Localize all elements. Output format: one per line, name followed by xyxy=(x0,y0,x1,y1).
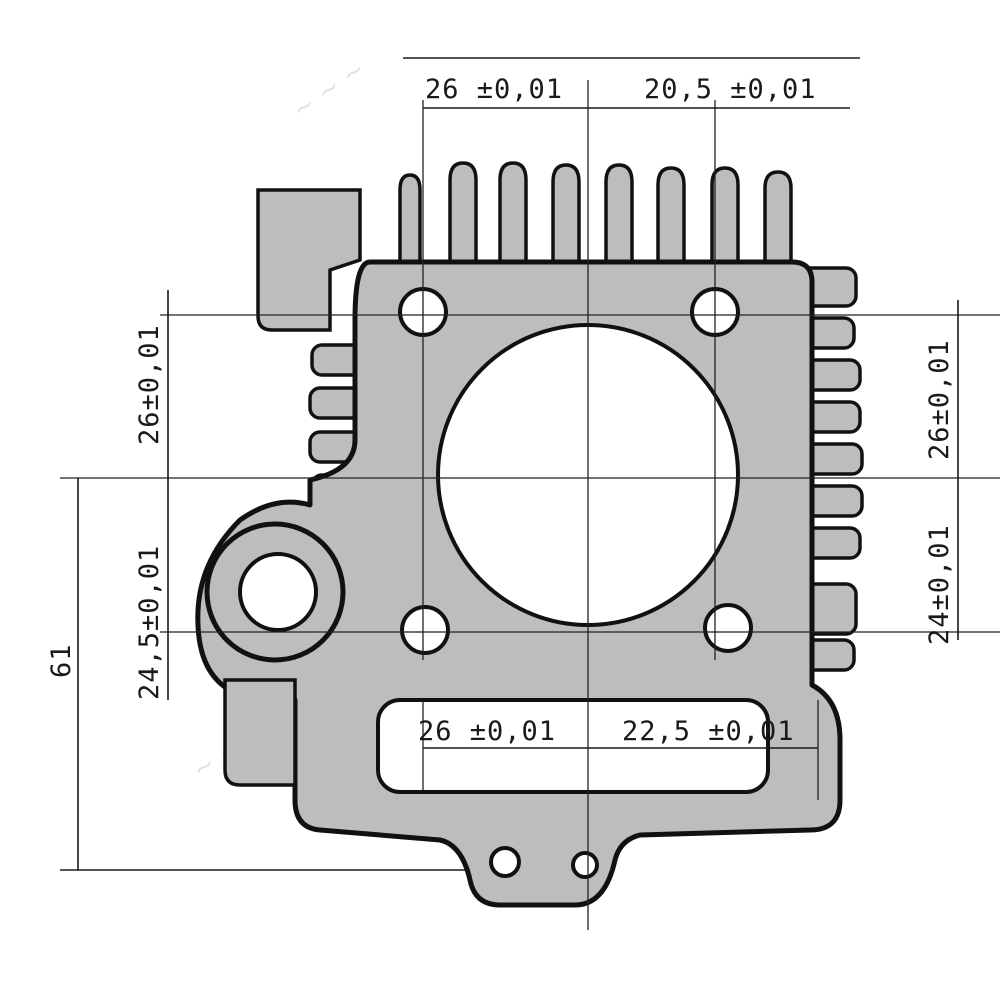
dowel-hole-left xyxy=(238,552,318,632)
dim-overall-height: 61 xyxy=(46,643,77,678)
bottom-hole-left xyxy=(489,846,521,878)
dim-right-upper: 26±0,01 xyxy=(924,339,955,460)
dim-left-upper: 26±0,01 xyxy=(134,324,165,445)
dim-bottom-inner-left: 26 ±0,01 xyxy=(418,716,556,747)
svg-text:~ ~ ~: ~ ~ ~ xyxy=(287,54,371,126)
bottom-window xyxy=(376,698,770,794)
cylinder-body xyxy=(195,161,864,908)
dim-top-left: 26 ±0,01 xyxy=(425,74,563,105)
center-lines xyxy=(60,80,1000,930)
dim-right-lower: 24±0,01 xyxy=(924,524,955,645)
bottom-hole-right xyxy=(571,851,599,879)
top-fins xyxy=(398,161,793,270)
dimension-lines xyxy=(60,57,959,871)
dim-bottom-inner-right: 22,5 ±0,01 xyxy=(622,716,795,747)
dim-left-lower: 24,5±0,01 xyxy=(134,545,165,700)
dim-top-right: 20,5 ±0,01 xyxy=(644,74,817,105)
stud-hole-bottom-right xyxy=(703,603,753,653)
stud-hole-bottom-left xyxy=(400,605,450,655)
